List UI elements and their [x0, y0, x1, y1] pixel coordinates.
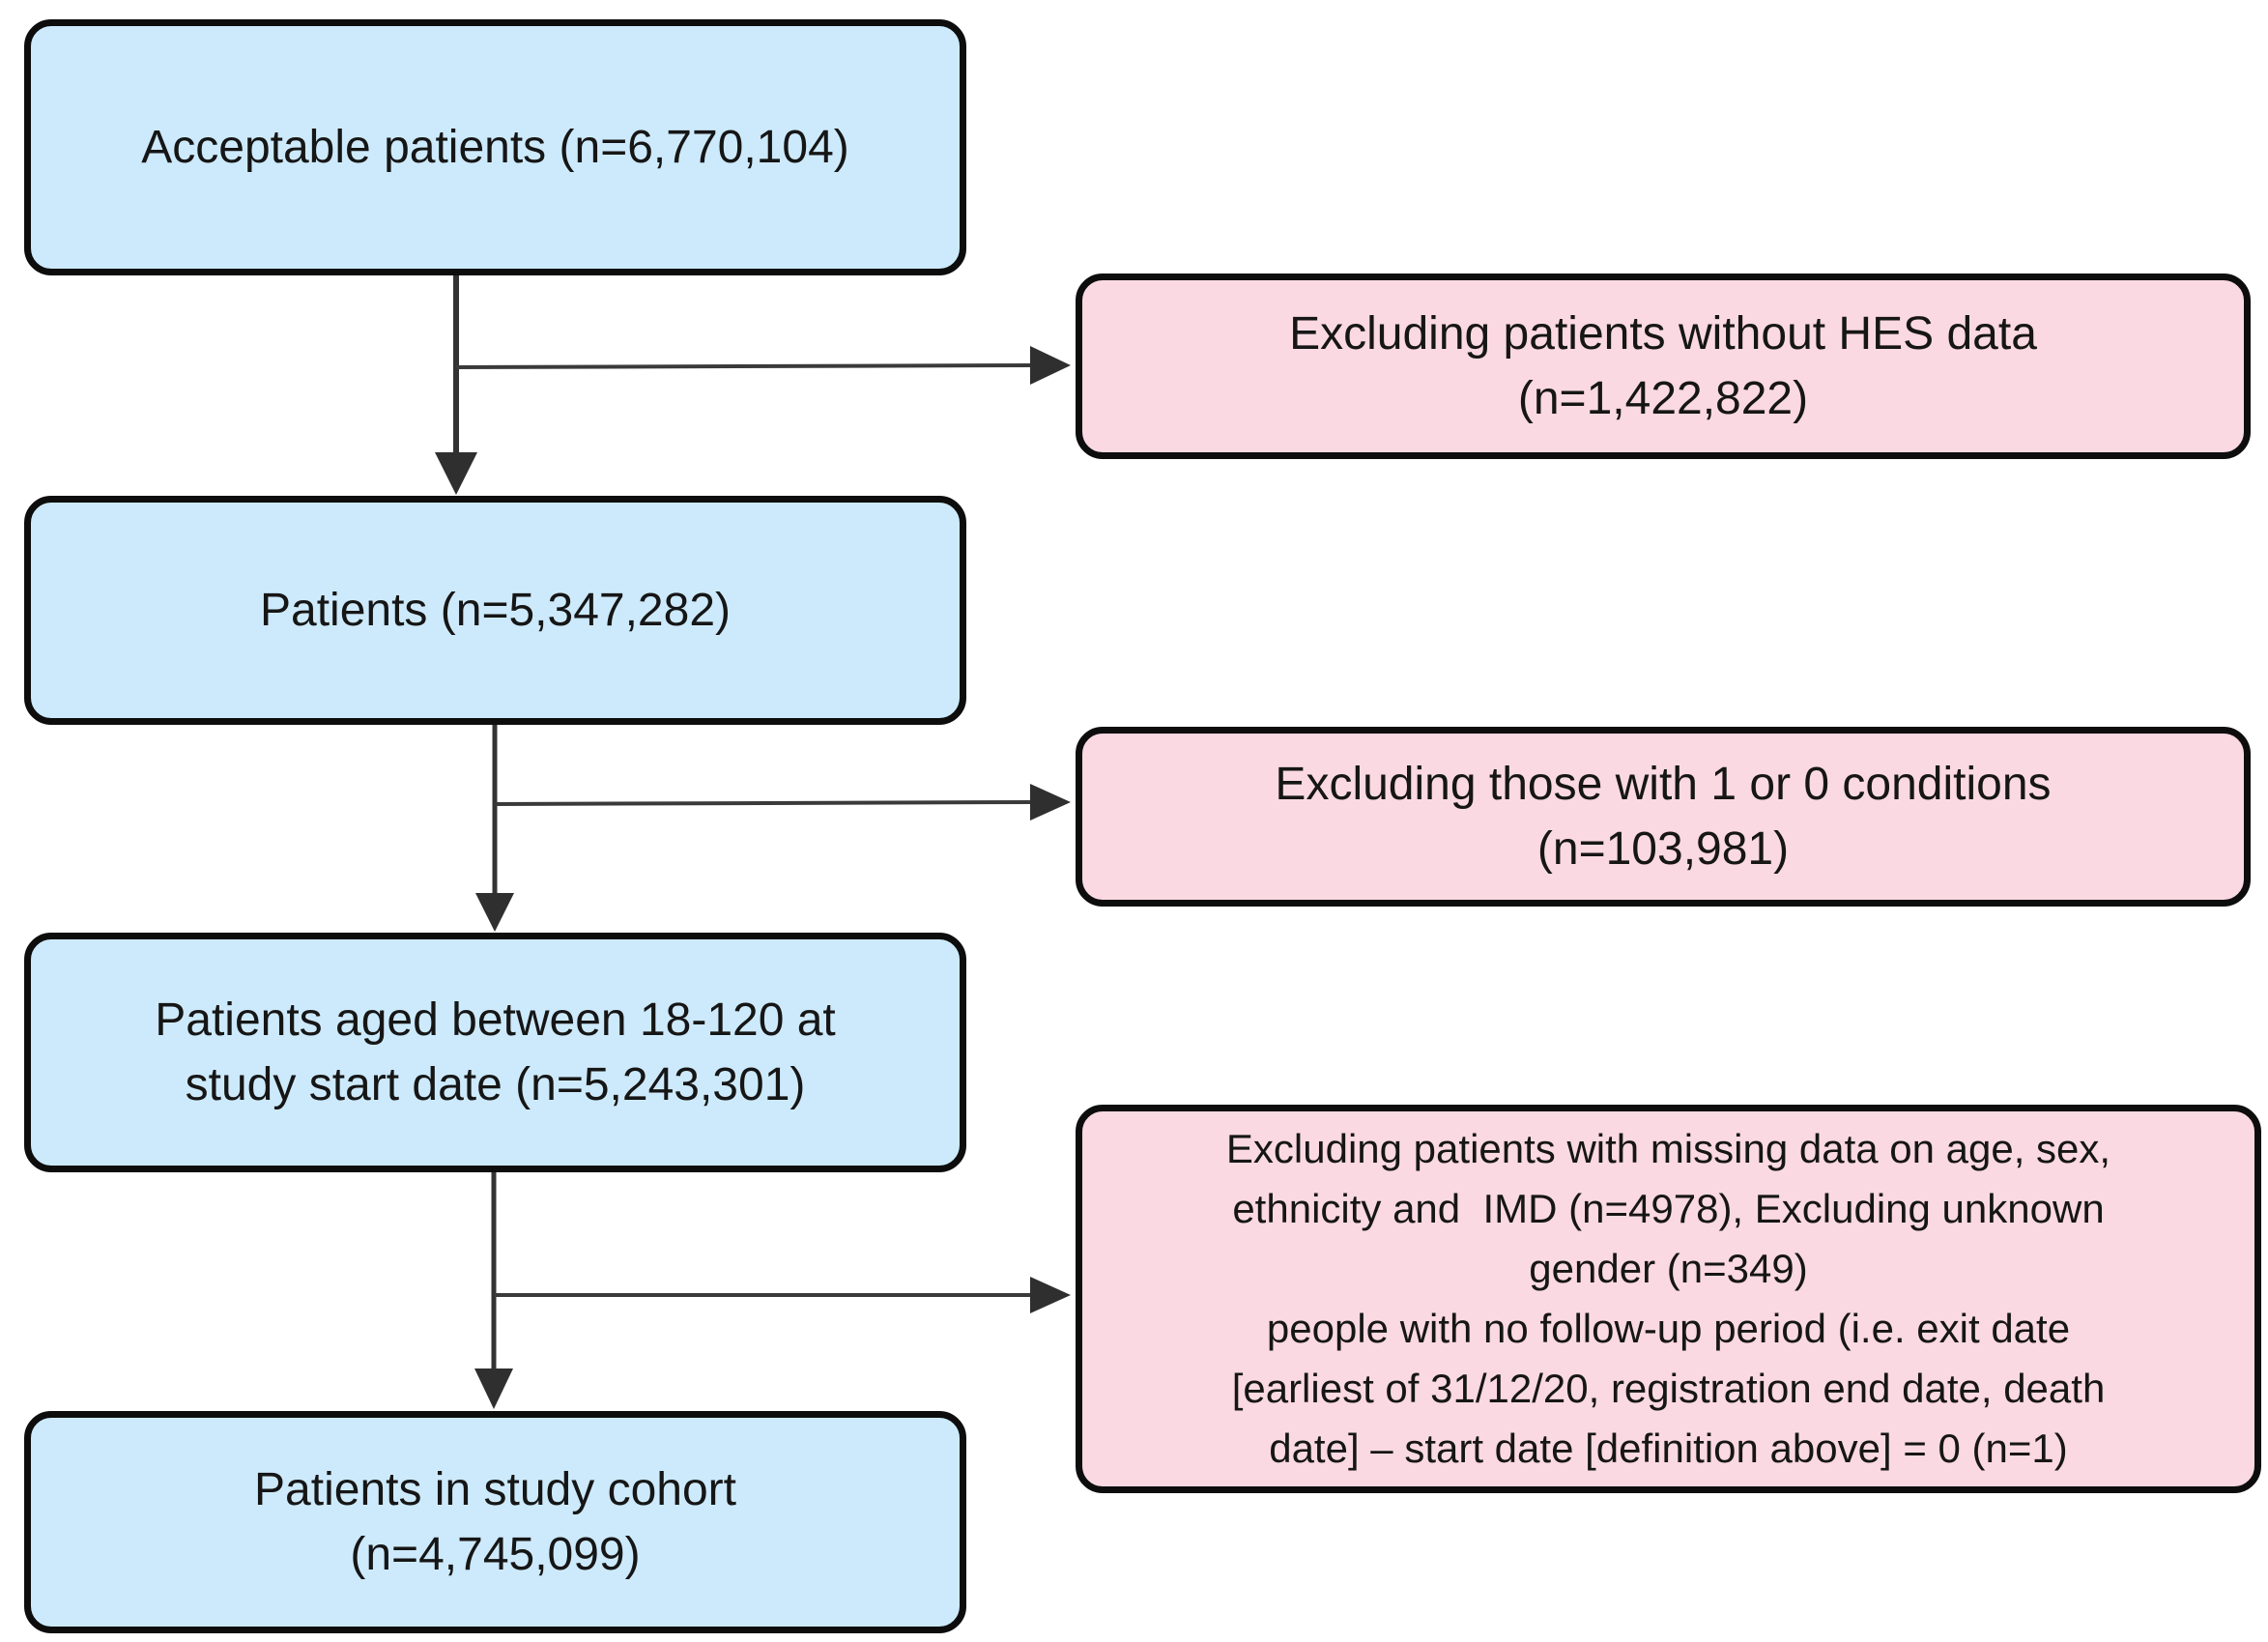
arrow-branch-to-conditions-exclusion-line — [494, 800, 1031, 806]
box-patients-aged-18-120: Patients aged between 18-120 at study st… — [24, 933, 966, 1172]
arrow-branch-to-missing-data-exclusion-head — [1030, 1277, 1071, 1313]
box-excluding-1-or-0-conditions-label: Excluding those with 1 or 0 conditions (… — [1275, 758, 2052, 875]
box-patients-in-study-cohort: Patients in study cohort (n=4,745,099) — [24, 1411, 966, 1633]
arrow-patients-to-aged-head — [475, 893, 514, 932]
box-excluding-1-or-0-conditions: Excluding those with 1 or 0 conditions (… — [1076, 727, 2251, 907]
box-acceptable-patients-label: Acceptable patients (n=6,770,104) — [141, 121, 849, 173]
box-excluding-missing-data: Excluding patients with missing data on … — [1076, 1105, 2261, 1493]
box-acceptable-patients: Acceptable patients (n=6,770,104) — [24, 19, 966, 275]
box-patients-in-study-cohort-label: Patients in study cohort (n=4,745,099) — [254, 1463, 736, 1580]
arrow-branch-to-conditions-exclusion-head — [1030, 784, 1071, 821]
arrow-branch-to-hes-exclusion-line — [455, 363, 1031, 369]
arrow-acceptable-to-patients-head — [435, 452, 477, 495]
box-patients-label: Patients (n=5,347,282) — [259, 584, 731, 636]
box-excluding-no-hes-data: Excluding patients without HES data (n=1… — [1076, 274, 2251, 459]
box-excluding-missing-data-label: Excluding patients with missing data on … — [1225, 1125, 2111, 1472]
arrow-aged-to-cohort-head — [474, 1368, 513, 1409]
box-excluding-no-hes-data-label: Excluding patients without HES data (n=1… — [1289, 307, 2037, 424]
arrow-branch-to-hes-exclusion-head — [1030, 346, 1071, 385]
box-patients-aged-18-120-label: Patients aged between 18-120 at study st… — [155, 994, 836, 1110]
box-patients: Patients (n=5,347,282) — [24, 496, 966, 725]
